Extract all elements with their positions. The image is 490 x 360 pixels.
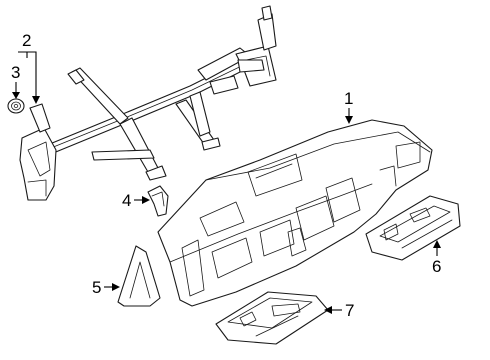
callout-6: 6	[432, 240, 441, 276]
callout-1: 1	[344, 89, 353, 124]
bracket	[147, 185, 169, 217]
reinforcement-beam	[19, 5, 277, 201]
callout-label-6: 6	[432, 257, 441, 276]
callout-3: 3	[11, 63, 20, 99]
callout-4: 4	[122, 191, 150, 210]
instrument-panel	[157, 119, 433, 307]
lower-cover	[215, 291, 329, 345]
grommet	[7, 98, 25, 114]
callout-label-7: 7	[345, 301, 354, 320]
callout-label-5: 5	[92, 278, 101, 297]
callout-label-4: 4	[122, 191, 131, 210]
lower-panel	[365, 195, 461, 261]
callout-label-1: 1	[344, 89, 353, 108]
callout-2: 2	[18, 31, 40, 104]
callout-label-2: 2	[22, 31, 31, 50]
callout-7: 7	[324, 301, 354, 320]
side-trim-panel	[117, 245, 161, 307]
callout-label-3: 3	[11, 63, 20, 82]
callout-5: 5	[92, 278, 120, 297]
